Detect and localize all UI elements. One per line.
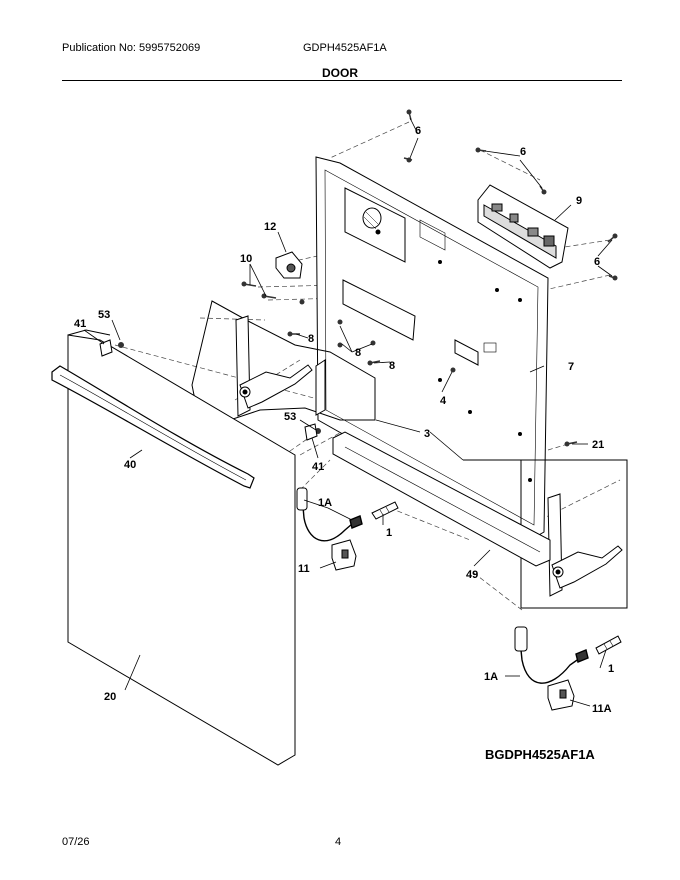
callout-49: 49 [466,569,478,581]
callout-6a: 6 [415,125,421,137]
inner-door-panel [315,156,549,541]
callout-1A-lower: 1A [484,671,498,683]
spring-right [595,635,622,655]
door-clips [99,339,318,441]
callout-11: 11 [298,563,310,575]
callout-1-lower: 1 [608,663,614,675]
hinge-bracket [315,359,326,416]
cable-anchor-right [547,679,575,711]
cable-right [514,626,589,684]
latch-assembly [275,251,303,279]
left-hinge [235,315,313,417]
section-title: DOOR [322,66,358,80]
leader-lines [83,117,613,707]
callout-9: 9 [576,195,582,207]
callout-8a: 8 [308,333,314,345]
header-rule [62,80,622,81]
control-module [477,184,569,269]
bottom-trim [332,431,551,567]
callout-1-upper: 1 [386,527,392,539]
callout-10: 10 [240,253,252,265]
callout-41b: 41 [312,461,324,473]
callout-41a: 41 [74,318,86,330]
door-handle [51,365,255,489]
spring-left [371,501,399,520]
right-hinge [547,493,623,597]
callout-53b: 53 [284,411,296,423]
diagram-code: BGDPH4525AF1A [485,747,595,762]
callout-4: 4 [440,395,447,407]
callout-53a: 53 [98,309,110,321]
footer-date: 07/26 [62,836,90,848]
callout-8b: 8 [355,347,361,359]
cable-anchor-left [331,539,357,571]
page-number: 4 [335,836,342,848]
callout-11A: 11A [592,703,612,715]
screws [118,109,618,447]
callout-1A-upper: 1A [318,497,332,509]
callout-20: 20 [104,691,116,703]
model-number: GDPH4525AF1A [303,42,387,54]
callout-12: 12 [264,221,276,233]
callout-40: 40 [124,459,136,471]
callout-6c: 6 [594,256,600,268]
callout-labels: 6 6 6 9 12 10 53 41 8 8 8 7 4 3 53 41 21… [74,125,614,715]
cable-left [296,487,363,542]
callout-21: 21 [592,439,604,451]
callout-7: 7 [568,361,574,373]
callout-6b: 6 [520,146,526,158]
callout-3: 3 [424,428,430,440]
callout-8c: 8 [389,360,395,372]
outer-door-panel [67,329,296,766]
publication-number: Publication No: 5995752069 [62,42,201,54]
